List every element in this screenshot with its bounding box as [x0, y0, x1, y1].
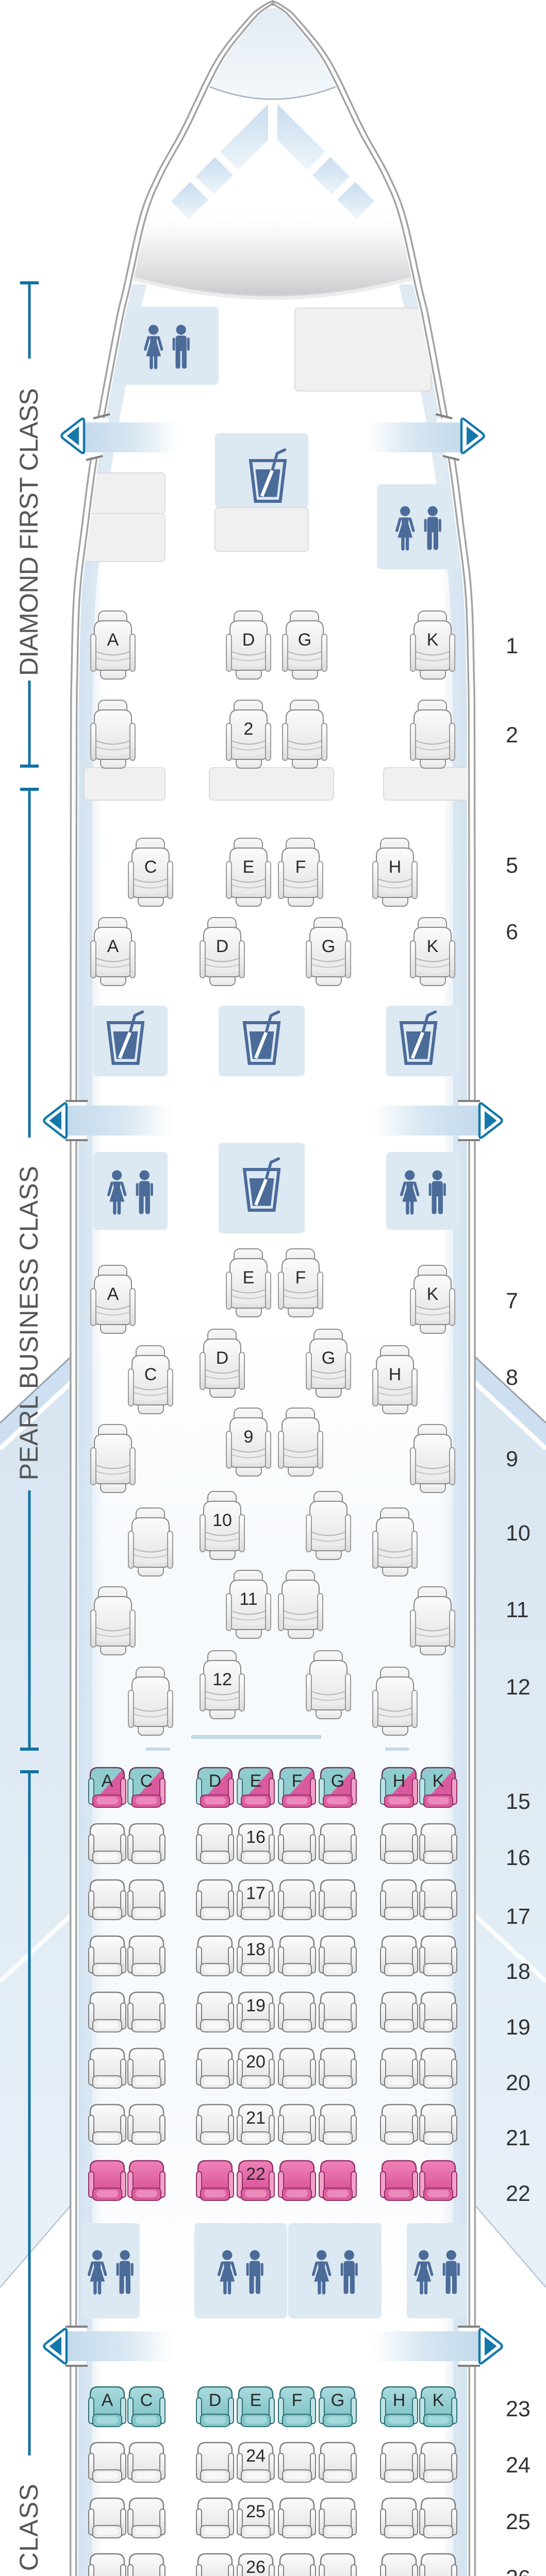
svg-text:24: 24	[506, 2453, 531, 2478]
svg-text:K: K	[433, 2391, 444, 2410]
svg-text:G: G	[298, 630, 311, 650]
svg-text:F: F	[295, 857, 306, 877]
svg-text:D: D	[209, 2391, 222, 2410]
svg-text:5: 5	[506, 853, 518, 878]
svg-text:C: C	[140, 2391, 153, 2410]
svg-text:H: H	[393, 1771, 406, 1791]
svg-text:D: D	[216, 1348, 229, 1368]
svg-text:A: A	[107, 630, 119, 650]
svg-text:DIAMOND FIRST CLASS: DIAMOND FIRST CLASS	[14, 388, 43, 676]
svg-text:15: 15	[506, 1789, 531, 1814]
svg-text:7: 7	[506, 1289, 518, 1313]
svg-text:K: K	[433, 1771, 444, 1791]
svg-text:K: K	[427, 1284, 439, 1304]
svg-text:E: E	[250, 2391, 262, 2410]
svg-text:E: E	[243, 1268, 255, 1287]
svg-text:20: 20	[246, 2052, 266, 2072]
svg-text:A: A	[107, 937, 119, 956]
svg-text:10: 10	[212, 1511, 232, 1530]
svg-text:H: H	[389, 857, 402, 877]
svg-text:21: 21	[506, 2126, 531, 2150]
svg-text:F: F	[292, 2391, 303, 2410]
svg-text:D: D	[216, 937, 229, 956]
svg-text:A: A	[107, 1284, 119, 1304]
svg-text:E: E	[243, 857, 255, 877]
svg-text:G: G	[331, 1771, 344, 1791]
svg-text:11: 11	[239, 1589, 257, 1609]
svg-text:18: 18	[246, 1940, 266, 1959]
svg-text:2: 2	[244, 719, 254, 739]
svg-text:G: G	[322, 1348, 335, 1368]
svg-text:16: 16	[506, 1845, 531, 1870]
svg-text:17: 17	[506, 1904, 531, 1929]
svg-text:C: C	[140, 1771, 153, 1791]
svg-text:9: 9	[244, 1427, 254, 1447]
svg-text:22: 22	[246, 2164, 266, 2184]
svg-text:F: F	[292, 1771, 303, 1791]
svg-text:26: 26	[246, 2557, 266, 2576]
svg-text:D: D	[209, 1771, 222, 1791]
svg-text:8: 8	[506, 1365, 518, 1390]
svg-text:19: 19	[246, 1996, 266, 2015]
svg-text:C: C	[144, 857, 157, 877]
svg-text:G: G	[331, 2391, 344, 2410]
svg-text:A: A	[102, 1771, 113, 1791]
svg-text:D: D	[242, 630, 255, 650]
svg-text:1: 1	[506, 634, 518, 658]
svg-text:K: K	[427, 630, 439, 650]
svg-text:G: G	[322, 937, 335, 956]
svg-text:PEARL BUSINESS CLASS: PEARL BUSINESS CLASS	[14, 1166, 43, 1481]
svg-text:21: 21	[246, 2108, 266, 2128]
svg-text:25: 25	[246, 2502, 266, 2521]
svg-text:F: F	[295, 1268, 306, 1287]
svg-text:9: 9	[506, 1447, 518, 1471]
svg-text:H: H	[393, 2391, 406, 2410]
svg-text:CORAL ECONOMY CLASS: CORAL ECONOMY CLASS	[14, 2483, 43, 2576]
svg-text:2: 2	[506, 723, 518, 748]
svg-text:16: 16	[246, 1827, 266, 1847]
svg-text:10: 10	[506, 1521, 531, 1546]
svg-text:A: A	[102, 2391, 113, 2410]
svg-text:26: 26	[506, 2566, 531, 2576]
svg-text:12: 12	[506, 1675, 531, 1700]
svg-text:22: 22	[506, 2181, 531, 2206]
svg-text:23: 23	[506, 2397, 531, 2421]
svg-text:6: 6	[506, 920, 518, 944]
svg-text:17: 17	[246, 1884, 266, 1903]
svg-text:18: 18	[506, 1959, 531, 1984]
svg-text:25: 25	[506, 2510, 531, 2534]
svg-text:12: 12	[212, 1670, 232, 1689]
svg-text:24: 24	[246, 2446, 266, 2466]
svg-text:20: 20	[506, 2071, 531, 2095]
svg-text:H: H	[389, 1365, 402, 1384]
svg-text:19: 19	[506, 2015, 531, 2040]
svg-text:11: 11	[506, 1598, 529, 1622]
svg-text:E: E	[250, 1771, 262, 1791]
svg-text:C: C	[144, 1365, 157, 1384]
svg-text:K: K	[427, 937, 439, 956]
